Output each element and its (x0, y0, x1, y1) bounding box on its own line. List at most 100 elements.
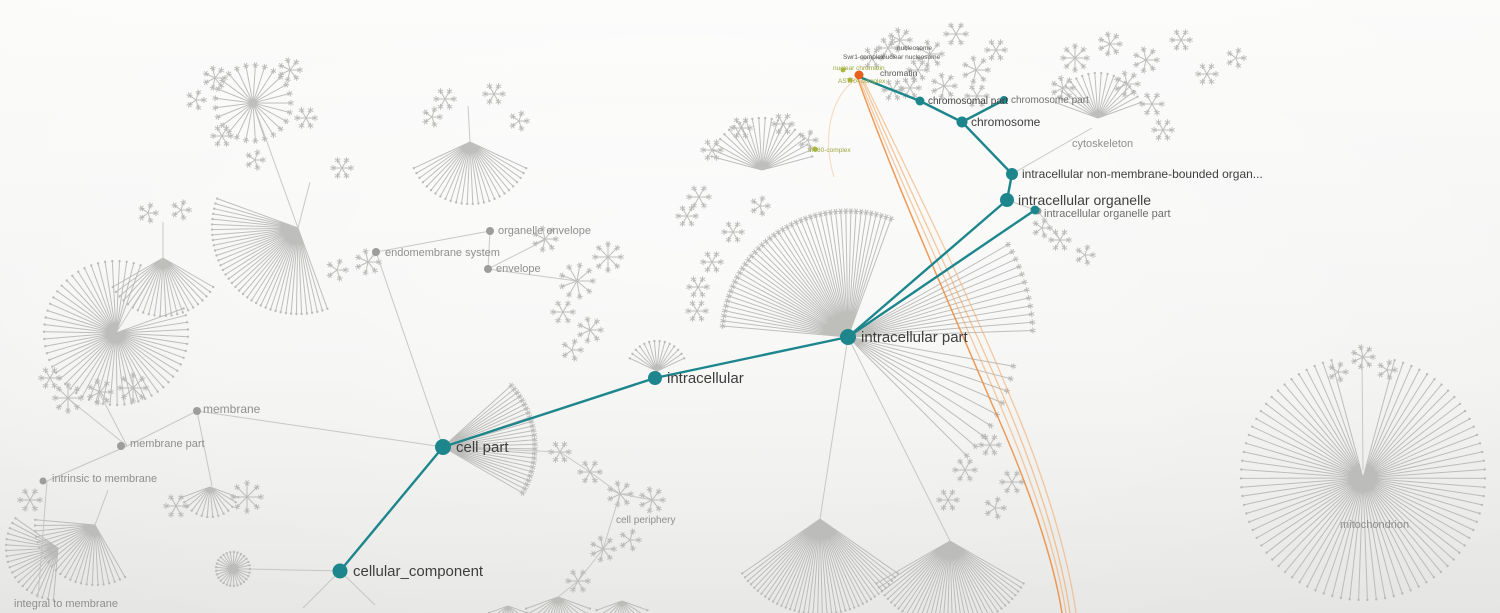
go-cluster[interactable] (721, 221, 745, 243)
go-cluster[interactable] (117, 372, 149, 404)
node-intracellular-organelle-part[interactable] (1030, 205, 1040, 215)
go-cluster[interactable] (881, 79, 905, 101)
go-cluster[interactable] (906, 59, 930, 81)
go-cluster[interactable] (212, 62, 294, 144)
small-label[interactable]: nuclear nucleosome (882, 54, 941, 61)
go-cluster[interactable] (700, 139, 724, 161)
gray-label[interactable]: mitochondrion (1340, 519, 1409, 531)
small-label[interactable]: nuclear chromatin (833, 65, 885, 72)
node-label-chromosome[interactable]: chromosome (971, 115, 1041, 129)
go-cluster[interactable] (1226, 47, 1247, 69)
go-cluster[interactable] (847, 241, 1036, 338)
node-label-intracellular-organelle[interactable]: intracellular organelle (1018, 192, 1151, 208)
gray-label[interactable]: cell periphery (616, 515, 675, 526)
go-cluster[interactable] (87, 378, 114, 406)
node-cell-part[interactable] (435, 439, 451, 455)
go-cluster[interactable] (138, 202, 159, 224)
go-cluster[interactable] (964, 84, 990, 108)
node-intracellular-non-membrane-bounded-organelle[interactable] (1006, 168, 1018, 180)
small-label[interactable]: chromatin (880, 68, 918, 78)
go-cluster[interactable] (245, 149, 266, 171)
node-label-intracellular-organelle-part[interactable]: intracellular organelle part (1044, 208, 1171, 220)
go-cluster[interactable] (4, 517, 59, 601)
go-cluster[interactable] (592, 241, 624, 273)
node-chromosomal-part[interactable] (915, 96, 925, 106)
go-cluster[interactable] (186, 89, 207, 111)
go-cluster[interactable] (202, 65, 228, 91)
gray-node[interactable] (372, 248, 380, 256)
go-cluster[interactable] (294, 107, 318, 129)
go-cluster[interactable] (686, 185, 712, 209)
go-cluster[interactable] (1328, 361, 1349, 383)
go-cluster[interactable] (433, 88, 457, 110)
go-cluster[interactable] (1139, 92, 1165, 116)
go-cluster[interactable] (1239, 359, 1487, 602)
gray-label[interactable]: organelle envelope (498, 225, 591, 237)
small-label[interactable]: Ino80-complex (808, 147, 851, 154)
go-cluster[interactable] (984, 496, 1007, 520)
go-cluster[interactable] (1032, 217, 1053, 239)
node-label-intracellular-non-membrane-bounded-organelle[interactable]: intracellular non-membrane-bounded organ… (1022, 167, 1263, 181)
go-cluster[interactable] (999, 470, 1025, 494)
go-cluster[interactable] (619, 528, 642, 552)
go-cluster[interactable] (277, 57, 303, 83)
go-cluster[interactable] (1377, 359, 1398, 381)
gray-node[interactable] (193, 407, 201, 415)
go-cluster[interactable] (860, 47, 884, 69)
node-label-intracellular[interactable]: intracellular (667, 370, 744, 387)
go-cluster[interactable] (943, 22, 969, 46)
go-cluster[interactable] (1075, 244, 1096, 266)
go-cluster[interactable] (42, 259, 190, 407)
go-cluster[interactable] (1133, 46, 1160, 74)
go-cluster[interactable] (952, 458, 978, 482)
go-cluster[interactable] (1097, 31, 1123, 57)
node-chromosome-part[interactable] (1000, 96, 1008, 104)
go-cluster[interactable] (875, 540, 1025, 613)
go-cluster[interactable] (558, 262, 596, 300)
go-cluster[interactable] (532, 225, 559, 253)
go-cluster[interactable] (577, 316, 604, 344)
go-cluster[interactable] (1048, 229, 1072, 251)
node-orange-highlight[interactable] (854, 70, 864, 80)
node-olive-term[interactable] (847, 77, 853, 83)
go-cluster[interactable] (210, 197, 329, 316)
node-intracellular-part[interactable] (840, 329, 856, 345)
go-cluster[interactable] (1114, 70, 1141, 98)
go-cluster[interactable] (685, 300, 709, 322)
go-cluster[interactable] (180, 486, 240, 519)
small-label[interactable]: nucleosome (897, 45, 932, 52)
go-cluster[interactable] (931, 72, 958, 100)
go-cluster[interactable] (1060, 43, 1090, 73)
node-cellular_component[interactable] (332, 563, 348, 579)
gray-label[interactable]: intrinsic to membrane (52, 473, 157, 485)
small-label[interactable]: ASTRA complex (838, 78, 886, 85)
gray-label[interactable]: envelope (496, 263, 541, 275)
node-label-chromosomal-part[interactable]: chromosomal part (928, 96, 1008, 107)
go-cluster[interactable] (422, 106, 443, 128)
go-cluster[interactable] (1050, 75, 1076, 101)
gray-node[interactable] (117, 442, 125, 450)
go-cluster[interactable] (214, 550, 252, 588)
go-cluster[interactable] (984, 39, 1008, 61)
go-cluster[interactable] (482, 83, 506, 105)
go-cluster[interactable] (561, 338, 584, 362)
go-cluster[interactable] (675, 205, 699, 227)
go-cluster[interactable] (330, 157, 354, 179)
gray-label[interactable]: cytoskeleton (1072, 138, 1133, 150)
go-cluster[interactable] (876, 37, 900, 59)
go-cluster[interactable] (17, 488, 43, 512)
go-cluster[interactable] (38, 367, 62, 389)
go-cluster[interactable] (550, 300, 576, 324)
go-cluster[interactable] (771, 113, 795, 135)
go-cluster[interactable] (565, 569, 591, 593)
go-cluster[interactable] (577, 460, 603, 484)
go-cluster[interactable] (729, 117, 753, 139)
node-chromosome[interactable] (956, 116, 968, 128)
go-cluster[interactable] (1195, 63, 1219, 85)
node-label-chromosome-part[interactable]: chromosome part (1011, 95, 1089, 106)
go-cluster[interactable] (595, 600, 649, 613)
go-cluster[interactable] (741, 518, 900, 613)
go-cluster[interactable] (1151, 119, 1175, 141)
gray-label[interactable]: integral to membrane (14, 598, 118, 610)
go-cluster[interactable] (798, 129, 819, 151)
